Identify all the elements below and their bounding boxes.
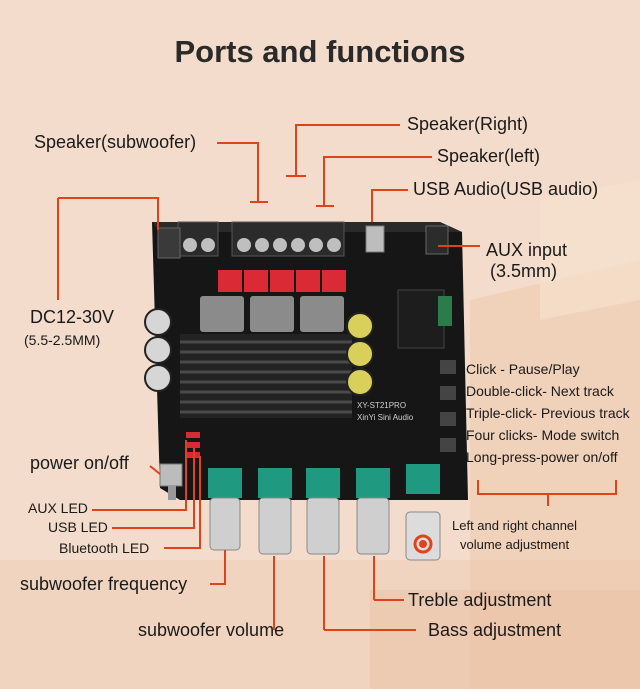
usb-port xyxy=(365,225,385,253)
label-power-switch: power on/off xyxy=(30,453,129,473)
inductors xyxy=(200,296,344,332)
dc-jack xyxy=(157,227,181,259)
label-usb-led: USB LED xyxy=(48,519,108,535)
side-buttons xyxy=(440,360,456,452)
label-dc-size: (5.5-2.5MM) xyxy=(24,332,101,348)
knobs xyxy=(208,464,441,561)
button-function-item: Long-press-power on/off xyxy=(466,449,618,465)
label-treble: Treble adjustment xyxy=(408,590,552,610)
label-lr-volume-line2: volume adjustment xyxy=(460,537,570,552)
label-speaker-right: Speaker(Right) xyxy=(407,114,529,134)
button-function-item: Double-click- Next track xyxy=(466,383,614,399)
heatsink xyxy=(180,334,352,418)
label-aux-led: AUX LED xyxy=(28,500,88,516)
speaker-terminals xyxy=(177,221,345,257)
capacitors xyxy=(144,308,374,396)
label-lr-volume-line1: Left and right channel xyxy=(452,518,578,533)
label-bluetooth-led: Bluetooth LED xyxy=(59,540,150,556)
power-switch xyxy=(159,463,183,487)
page-title: Ports and functions xyxy=(174,34,466,69)
board-brand: XinYi Sini Audio xyxy=(357,413,414,422)
label-dc-power: DC12-30V xyxy=(30,307,115,327)
red-capacitors xyxy=(218,270,346,292)
bluetooth-module xyxy=(397,289,445,349)
label-bass: Bass adjustment xyxy=(428,620,562,640)
label-aux-input: AUX input xyxy=(486,240,568,260)
button-function-item: Four clicks- Mode switch xyxy=(466,427,620,443)
label-speaker-subwoofer: Speaker(subwoofer) xyxy=(34,132,197,152)
button-function-item: Click - Pause/Play xyxy=(466,361,580,377)
label-usb-audio: USB Audio(USB audio) xyxy=(413,179,599,199)
aux-jack xyxy=(425,225,449,255)
button-function-item: Triple-click- Previous track xyxy=(466,405,630,421)
status-leds xyxy=(186,432,200,458)
label-speaker-left: Speaker(left) xyxy=(437,146,541,166)
button-function-list: Click - Pause/Play Double-click- Next tr… xyxy=(466,358,630,468)
label-aux-input-size: (3.5mm) xyxy=(490,261,557,281)
board-model: XY-ST21PRO xyxy=(357,401,406,410)
label-sub-volume: subwoofer volume xyxy=(138,620,285,640)
label-sub-frequency: subwoofer frequency xyxy=(20,574,188,594)
